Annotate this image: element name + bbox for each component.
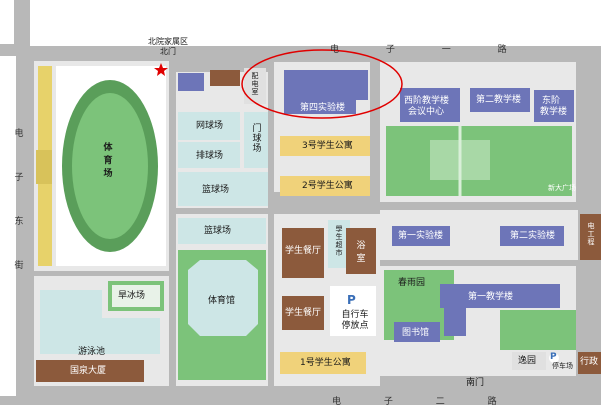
dorm3-label: 3号学生公寓	[302, 141, 353, 151]
highlight-circle	[241, 49, 403, 119]
north-gate-star-icon	[154, 63, 168, 76]
lab2-label: 第二实验楼	[510, 231, 556, 241]
stadium-gate	[36, 150, 52, 184]
teaching1-wing	[444, 300, 466, 336]
store-label: 學生超市	[335, 225, 343, 257]
admin-label: 行政	[580, 357, 599, 367]
gate-ball-court	[244, 112, 268, 168]
yiyuan-building	[512, 352, 546, 370]
outer-area-west	[0, 56, 16, 396]
gate-court-label: 门球场	[252, 124, 262, 154]
ruler-label: 电工程	[587, 222, 595, 246]
power-room	[244, 68, 266, 104]
outer-area-north	[30, 0, 601, 46]
basketball-court-1	[178, 172, 268, 206]
pool-label: 游泳池	[78, 347, 106, 357]
dorm2-building	[280, 176, 370, 196]
parking-icon	[345, 293, 359, 307]
east-lawn	[500, 310, 576, 350]
parking2-sign: P	[550, 352, 557, 362]
bathhouse-building	[346, 228, 376, 274]
lab2-building	[500, 226, 564, 246]
hotel-building	[36, 360, 144, 382]
lab4-north	[284, 70, 368, 100]
gate-north-line2: 北门	[160, 47, 176, 56]
store-building	[328, 220, 350, 268]
parking2-label: 停车场	[552, 362, 573, 370]
dorm2-label: 2号学生公寓	[302, 181, 353, 191]
bathhouse-label: 浴室	[356, 241, 366, 264]
road-west-label: 电子东街	[14, 129, 24, 271]
pool-water	[40, 318, 160, 354]
west-teaching-label: 西阶教学楼	[404, 96, 450, 106]
outer-area-south	[0, 405, 601, 417]
tennis-label: 网球场	[196, 121, 224, 131]
road-north-label: 电 子 一 路	[330, 45, 529, 55]
yiyuan-label: 逸园	[518, 356, 537, 366]
east-teaching-building	[534, 90, 574, 122]
road-south-label: 电 子 二 路	[332, 397, 517, 407]
gym-building	[200, 260, 246, 336]
bike-parking-label: 自行车停放点	[341, 310, 369, 331]
teaching1-label: 第一教学楼	[468, 292, 514, 302]
skating-rink	[112, 285, 160, 307]
admin-building	[578, 352, 601, 374]
dorm1-building	[280, 352, 366, 374]
east-teaching-label: 东阶	[542, 96, 561, 106]
basketball-1-label: 篮球场	[202, 185, 230, 195]
skating-label: 旱冰场	[118, 291, 146, 301]
power-room-label: 配电室	[251, 72, 259, 96]
lab4-label: 第四实验楼	[300, 103, 346, 113]
teaching2-building	[470, 88, 530, 112]
gym-label: 体育馆	[208, 296, 236, 306]
small-brown-building	[210, 70, 240, 86]
teaching2-label: 第二教学楼	[476, 95, 522, 105]
stadium-label: 体育场	[103, 143, 113, 179]
lab1-building	[392, 226, 450, 246]
outer-area-nw	[0, 0, 14, 44]
library-label: 图书馆	[402, 328, 430, 338]
gym-wing-west	[188, 260, 200, 336]
ruler-building	[580, 214, 601, 260]
chunyu-label: 春雨园	[398, 278, 426, 288]
volleyball-label: 排球场	[196, 151, 224, 161]
parking2-icon	[549, 353, 559, 363]
west-teaching-building	[400, 88, 460, 122]
stadium-field	[72, 93, 148, 239]
plaza-label: 新大广场	[548, 184, 576, 192]
west-teaching-label-2: 会议中心	[408, 107, 445, 117]
canteen-1-label: 学生餐厅	[285, 246, 322, 256]
gate-south-label: 南门	[466, 378, 485, 388]
dorm3-building	[280, 136, 370, 156]
basketball-2-label: 篮球场	[204, 226, 232, 236]
canteen-north	[282, 228, 324, 278]
dorm1-label: 1号学生公寓	[300, 358, 351, 368]
hotel-label: 国泉大厦	[70, 366, 107, 376]
east-teaching-label-2: 教学楼	[540, 107, 568, 117]
canteen-south	[282, 296, 324, 330]
parking-sign: P	[347, 293, 356, 307]
lab4-south	[284, 100, 356, 114]
basketball-court-2	[178, 218, 266, 244]
north-gate-building	[178, 73, 204, 91]
lab1-label: 第一实验楼	[398, 231, 444, 241]
gym-wing-east	[246, 260, 258, 336]
library-building	[394, 322, 440, 342]
canteen-2-label: 学生餐厅	[285, 308, 322, 318]
gate-north-line1: 北院家属区	[148, 37, 188, 46]
volleyball-court	[178, 142, 240, 168]
tennis-court	[178, 112, 240, 140]
